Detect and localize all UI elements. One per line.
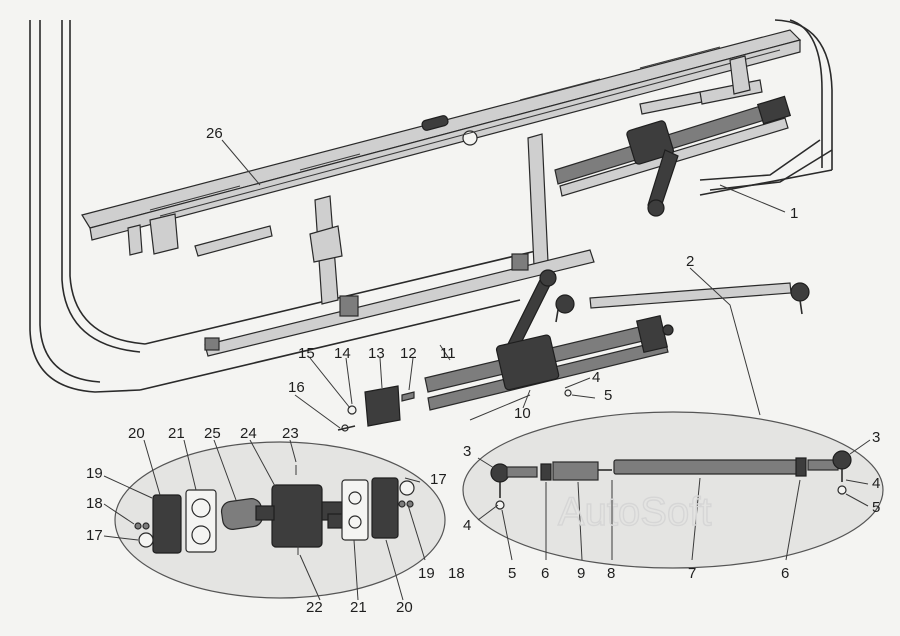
cylinder-assembly — [424, 269, 674, 411]
callout-9: 9 — [577, 565, 585, 582]
callout-3-left: 3 — [463, 443, 471, 460]
frame-posts — [127, 55, 763, 305]
callout-21-left: 21 — [168, 425, 185, 442]
lower-beam — [204, 249, 595, 357]
callout-7: 7 — [688, 565, 696, 582]
callout-20-right: 20 — [396, 599, 413, 616]
callout-13: 13 — [368, 345, 385, 362]
cross-beam — [81, 29, 802, 241]
callout-19-right: 19 — [418, 565, 435, 582]
callout-24: 24 — [240, 425, 257, 442]
watermark: AutoSoft — [558, 490, 711, 534]
callout-8: 8 — [607, 565, 615, 582]
callout-2: 2 — [686, 253, 694, 270]
callout-18-left: 18 — [86, 495, 103, 512]
callout-16: 16 — [288, 379, 305, 396]
callout-20-left: 20 — [128, 425, 145, 442]
tie-rod-exploded-view — [462, 411, 884, 569]
callout-5-upper: 5 — [604, 387, 612, 404]
callout-15: 15 — [298, 345, 315, 362]
callout-5-right: 5 — [872, 499, 880, 516]
leader-lines — [221, 139, 786, 429]
callout-labels: 26 1 2 15 14 13 12 11 16 4 5 10 20 21 25… — [86, 125, 880, 616]
callout-4-upper: 4 — [592, 369, 600, 386]
callout-18-right: 18 — [448, 565, 465, 582]
callout-6-left: 6 — [541, 565, 549, 582]
callout-19-left: 19 — [86, 465, 103, 482]
callout-14: 14 — [334, 345, 351, 362]
callout-17-left: 17 — [86, 527, 103, 544]
callout-17-right: 17 — [430, 471, 447, 488]
tie-rod — [555, 282, 810, 323]
exploded-leader-lines — [103, 439, 871, 601]
callout-12: 12 — [400, 345, 417, 362]
callout-11: 11 — [440, 345, 456, 362]
callout-23: 23 — [282, 425, 299, 442]
callout-21-right: 21 — [350, 599, 367, 616]
callout-10: 10 — [514, 405, 531, 422]
mounted-cylinder — [554, 95, 833, 217]
callout-25: 25 — [204, 425, 221, 442]
callout-1: 1 — [790, 205, 798, 222]
callout-6-right: 6 — [781, 565, 789, 582]
callout-22: 22 — [306, 599, 323, 616]
callout-4-right: 4 — [872, 475, 880, 492]
callout-3-right: 3 — [872, 429, 880, 446]
cylinder-exploded-view — [114, 441, 446, 599]
callout-5-left: 5 — [508, 565, 516, 582]
cap-parts — [337, 385, 415, 432]
callout-4-left: 4 — [463, 517, 471, 534]
callout-26: 26 — [206, 125, 223, 142]
